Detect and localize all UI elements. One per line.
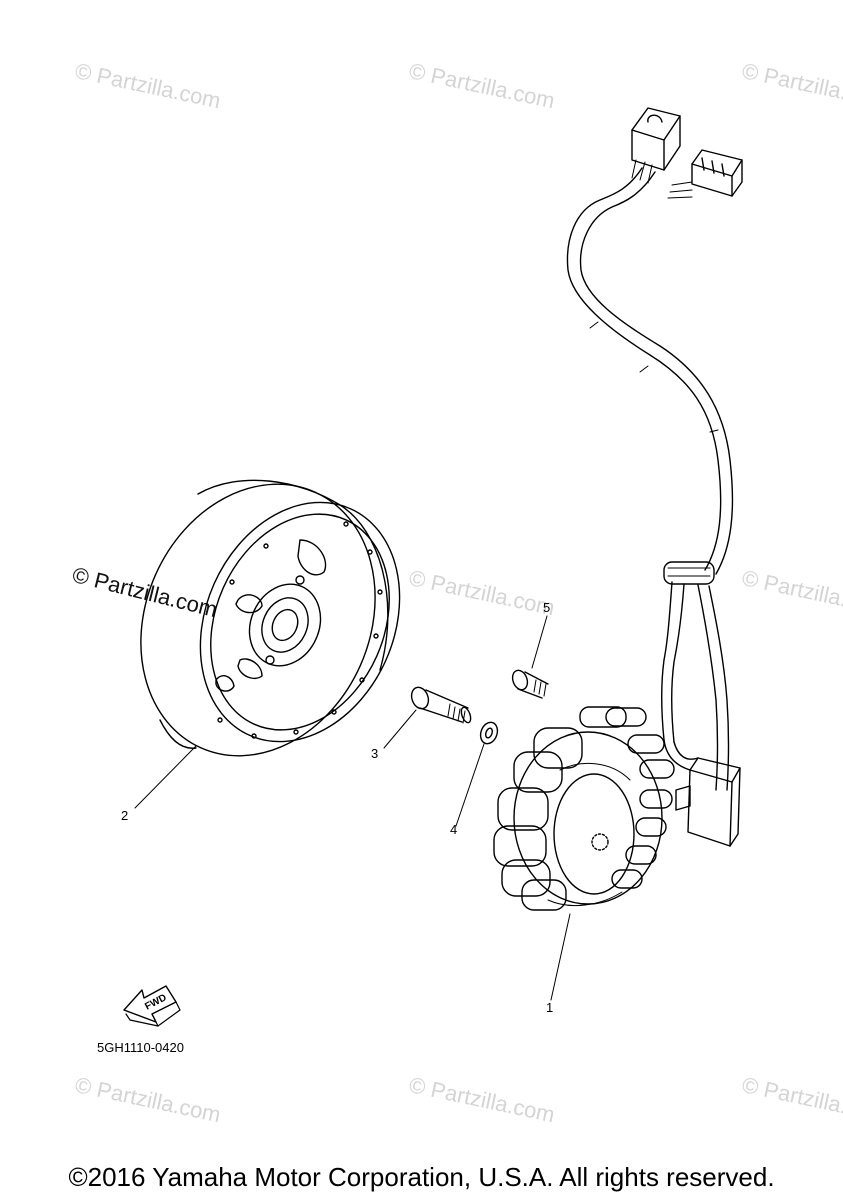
diagram-code: 5GH1110-0420 bbox=[97, 1040, 184, 1055]
bolt-part bbox=[410, 686, 472, 724]
callout-screw: 5 bbox=[543, 600, 551, 615]
stator-assembly bbox=[493, 706, 675, 911]
screw-part bbox=[511, 669, 549, 699]
connector-lower bbox=[691, 149, 743, 197]
wire-harness bbox=[566, 159, 734, 791]
copyright-notice: ©2016 Yamaha Motor Corporation, U.S.A. A… bbox=[68, 1162, 775, 1192]
forward-arrow-icon bbox=[123, 985, 181, 1027]
callout-stator: 1 bbox=[546, 1000, 554, 1015]
flywheel-rotor bbox=[140, 479, 401, 757]
callout-washer: 4 bbox=[450, 822, 458, 837]
connector-upper bbox=[631, 107, 681, 171]
callout-rotor: 2 bbox=[121, 808, 129, 823]
washer-part bbox=[479, 721, 499, 745]
callout-bolt: 3 bbox=[371, 746, 379, 761]
